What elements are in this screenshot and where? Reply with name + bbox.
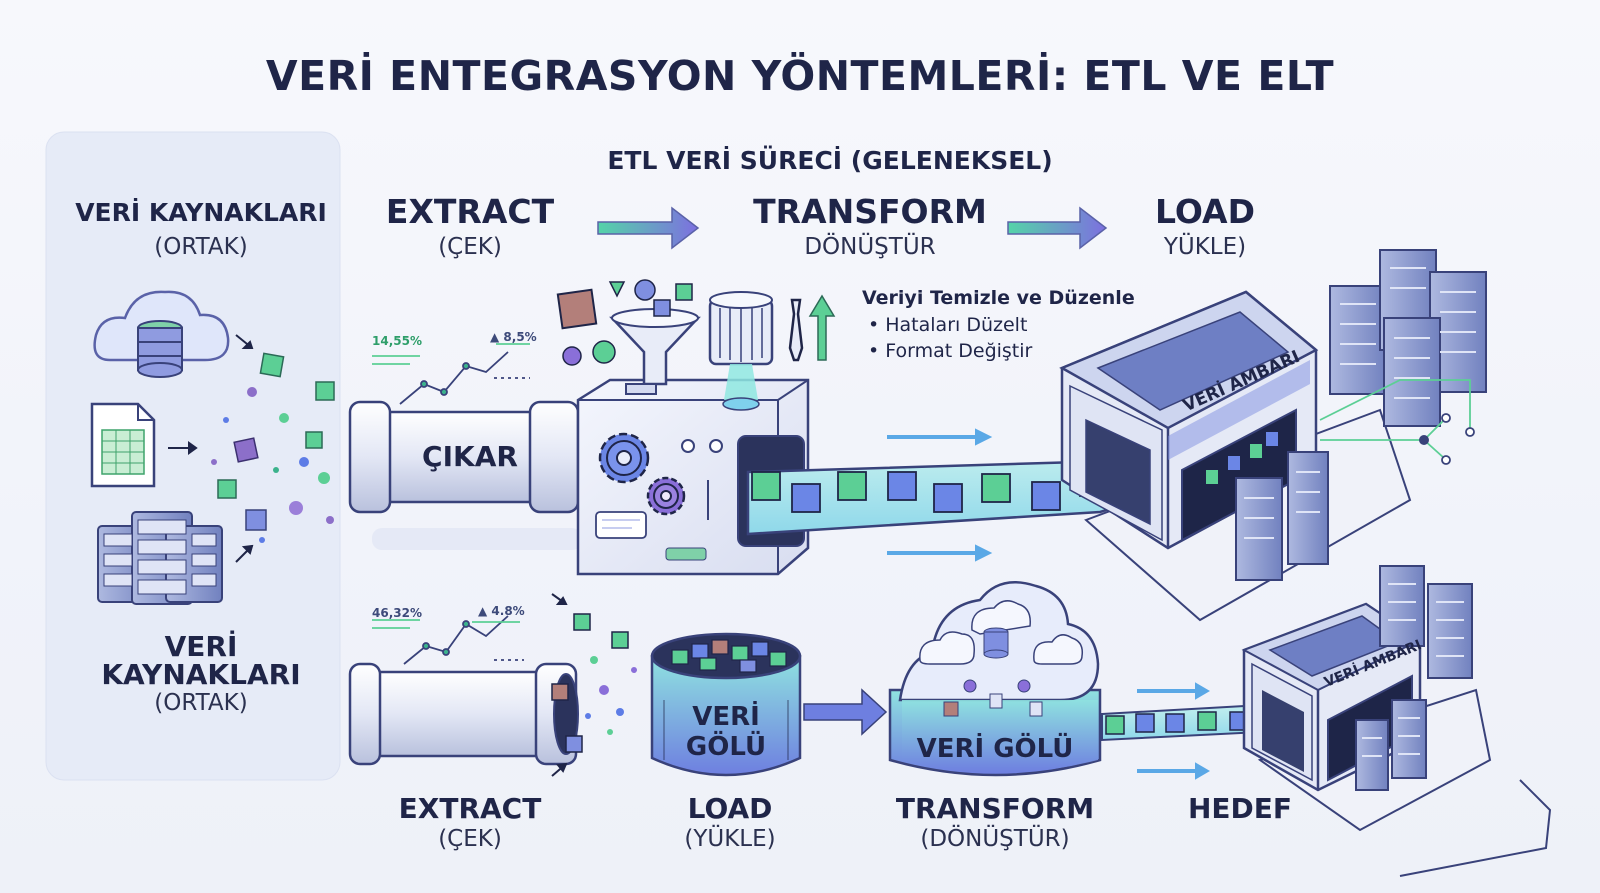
etl-extract-pipe [348,400,580,514]
elt-extract-subtitle: (ÇEK) [438,826,502,852]
lake-cloud-label: VERİ GÖLÜ [916,734,1074,764]
raw-shapes [556,279,693,366]
elt-sources-line2: KAYNAKLARI [101,658,301,691]
etl-load-title: LOAD [1155,192,1255,231]
etl-header-arrow-1 [597,206,700,250]
source-arrows [168,334,254,563]
data-particles-etl [211,352,335,543]
elt-transform-lake [888,580,1102,777]
pipe-shadow [372,528,582,550]
network-lines [1319,379,1475,465]
server-rack-icon-elt [1355,565,1473,791]
etl-extract-subtitle: (ÇEK) [438,234,502,260]
elt-load-arrow [803,688,888,736]
sources-panel [45,131,341,781]
elt-load-subtitle: (YÜKLE) [684,826,776,852]
etl-stat-a: 14,55% [372,334,422,348]
funnel-icon [609,308,701,395]
transform-note-item-2: • Format Değiştir [868,340,1033,362]
etl-load-subtitle: YÜKLE) [1163,234,1247,260]
wrench-icon [788,298,804,362]
filter-icon [708,291,774,411]
etl-stat-b: ▲ 8,5% [490,330,537,344]
etl-extract-title: EXTRACT [385,192,555,231]
server-rack-icon-etl [1235,249,1487,581]
elt-particle-arrows [551,593,568,777]
elt-transform-title: TRANSFORM [895,792,1095,825]
elt-target-title: HEDEF [1187,792,1293,825]
data-lake-icon [650,632,802,777]
transform-note-item-1: • Hataları Düzelt [868,314,1028,336]
elt-mini-chart [372,615,524,665]
server-rack-icon [97,511,223,605]
elt-transform-subtitle: (DÖNÜŞTÜR) [920,826,1070,852]
cloud-database-icon [93,290,230,378]
elt-sources-subtitle: (ORTAK) [154,690,248,716]
elt-load-title: LOAD [687,792,773,825]
arrow-up-icon [808,294,836,361]
elt-stat-b: ▲ 4.8% [478,604,525,618]
elt-sources-line1: VERİ [164,630,238,663]
elt-extract-pipe [348,662,579,766]
lake-tank-line2: GÖLÜ [685,732,767,762]
etl-flow-arrows [887,428,993,562]
lake-tank-line1: VERİ [692,702,760,732]
etl-pipe-label: ÇIKAR [422,440,518,473]
gear-icon-2 [646,476,686,516]
gear-icon [598,432,650,484]
page-title: VERİ ENTEGRASYON YÖNTEMLERİ: ETL VE ELT [265,52,1335,100]
spreadsheet-icon [90,402,156,488]
etl-heading: ETL VERİ SÜRECİ (GELENEKSEL) [607,146,1053,175]
etl-transform-subtitle: DÖNÜŞTÜR [804,234,936,260]
etl-sources-title: VERİ KAYNAKLARI [75,198,327,227]
data-particles-elt [551,613,637,753]
etl-mini-chart [372,343,530,405]
elt-stat-a: 46,32% [372,606,422,620]
transform-note-title: Veriyi Temizle ve Düzenle [862,287,1135,309]
elt-extract-title: EXTRACT [398,792,542,825]
corner-platform [1399,779,1552,877]
etl-transform-title: TRANSFORM [753,192,987,231]
etl-header-arrow-2 [1007,206,1108,250]
etl-sources-subtitle: (ORTAK) [154,234,248,260]
